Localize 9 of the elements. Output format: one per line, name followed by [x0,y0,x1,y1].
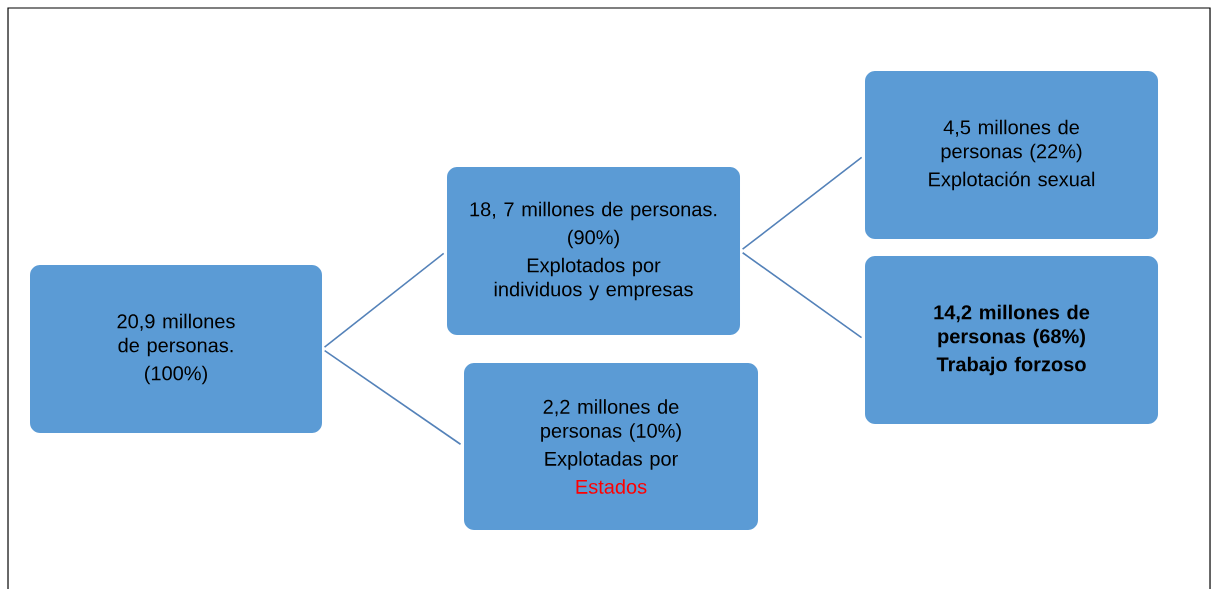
process-box: 4,5 millones de personas (22%) Explotación sexual [865,71,1158,239]
connector-line [323,349,462,446]
connector-line [323,252,445,348]
connector-line [741,156,863,250]
connector-line [741,251,863,339]
process-box: 20,9 millones de personas. (100%) [30,265,322,433]
process-box: 14,2 millones de personas (68%) Trabajo forzoso [865,256,1158,424]
process-box: 2,2 millones de personas (10%) Explotadas por Estados [464,363,758,530]
process-box: 18, 7 millones de personas. (90%) Explotados por individuos y empresas [447,167,740,335]
